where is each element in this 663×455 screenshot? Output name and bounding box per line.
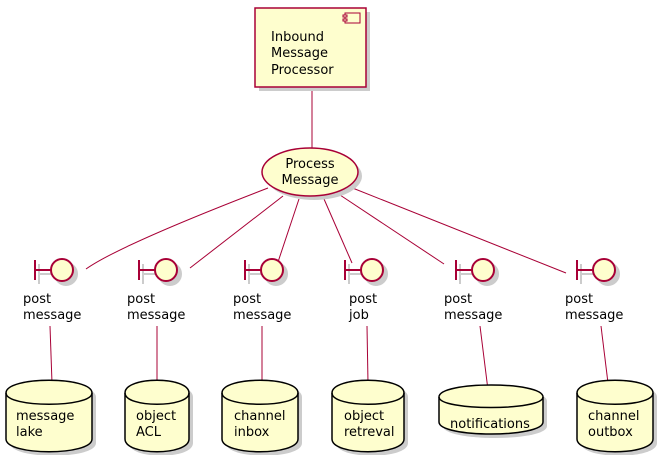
connector-usecase-boundary-6 xyxy=(349,186,567,274)
boundary-2: post message xyxy=(127,258,185,323)
connector-boundary-db-1 xyxy=(49,325,53,384)
component-inbound-message-processor: Inbound Message Processor xyxy=(254,7,370,91)
connector-usecase-boundary-2 xyxy=(189,195,284,269)
boundary-label-4-line-1: post xyxy=(349,292,377,307)
usecase-label-line-1: Process xyxy=(285,157,335,172)
database-label-2-line-1: object xyxy=(136,409,176,424)
boundary-label-3-line-1: post xyxy=(233,292,261,307)
component-label-line-1: Inbound xyxy=(271,30,324,45)
database-4: object retreval xyxy=(331,379,408,455)
database-label-3-line-2: inbox xyxy=(234,425,270,440)
database-3: channel inbox xyxy=(221,379,302,455)
boundary-3: post message xyxy=(233,258,291,323)
boundary-label-2-line-1: post xyxy=(127,292,155,307)
database-label-1-line-1: message xyxy=(16,409,74,424)
database-2: object ACL xyxy=(124,379,193,455)
boundary-label-4-line-2: job xyxy=(348,308,369,323)
database-6: channel outbox xyxy=(576,379,657,455)
usecase-process-message: Process Message xyxy=(261,147,362,200)
component-label-line-3: Processor xyxy=(271,63,334,78)
boundary-5: post message xyxy=(444,258,502,323)
connector-usecase-boundary-3 xyxy=(275,198,300,269)
database-label-2-line-2: ACL xyxy=(136,425,162,440)
connectors xyxy=(49,87,609,391)
boundary-label-6-line-1: post xyxy=(565,292,593,307)
database-label-4-line-2: retreval xyxy=(344,425,394,440)
boundary-label-3-line-2: message xyxy=(233,308,291,323)
connector-boundary-db-5 xyxy=(479,325,489,391)
connector-usecase-boundary-5 xyxy=(339,194,445,265)
connector-usecase-boundary-1 xyxy=(85,187,269,270)
component-label-line-2: Message xyxy=(271,46,328,61)
database-label-1-line-2: lake xyxy=(16,425,43,440)
usecase-label-line-2: Message xyxy=(282,173,339,188)
boundary-label-5-line-2: message xyxy=(444,308,502,323)
component-icon xyxy=(342,12,361,24)
database-1: message lake xyxy=(5,379,96,455)
boundary-6: post message xyxy=(565,258,623,323)
boundary-label-2-line-2: message xyxy=(127,308,185,323)
database-label-6-line-2: outbox xyxy=(588,425,633,440)
boundary-label-1-line-1: post xyxy=(23,292,51,307)
connector-usecase-boundary-4 xyxy=(323,198,353,264)
boundary-label-6-line-2: message xyxy=(565,308,623,323)
boundary-label-5-line-1: post xyxy=(444,292,472,307)
database-label-3-line-1: channel xyxy=(234,409,285,424)
connector-boundary-db-4 xyxy=(366,325,369,384)
boundary-1: post message xyxy=(23,258,81,323)
boundary-4: post job xyxy=(344,258,388,323)
database-label-6-line-1: channel xyxy=(588,409,639,424)
connector-boundary-db-6 xyxy=(600,325,609,384)
boundary-label-1-line-2: message xyxy=(23,308,81,323)
database-label-5-line-1: notifications xyxy=(450,417,530,432)
database-5: notifications xyxy=(438,384,547,438)
database-label-4-line-1: object xyxy=(344,409,384,424)
